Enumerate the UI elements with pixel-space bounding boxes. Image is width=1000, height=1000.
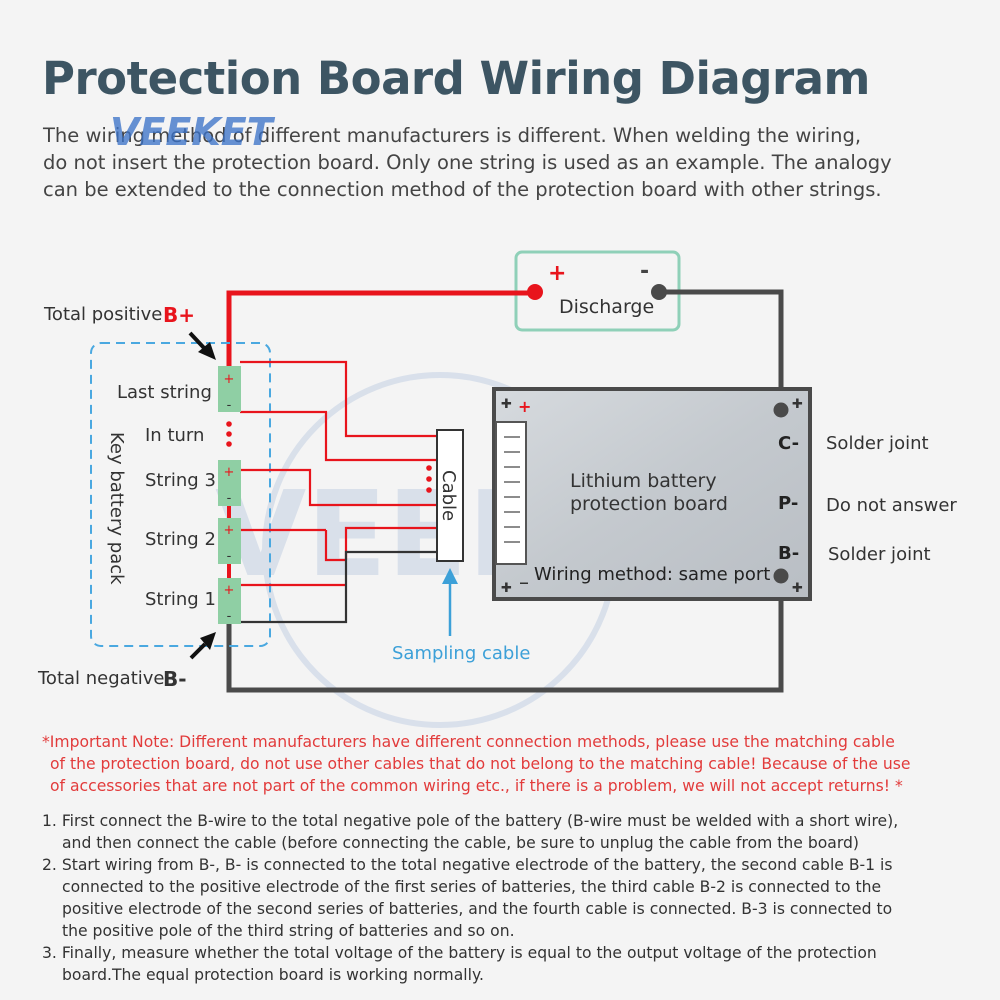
board-label-line2: protection board <box>570 493 728 515</box>
svg-text:✚: ✚ <box>501 581 512 596</box>
protection-board <box>496 391 808 597</box>
negative-pointer-arrow <box>189 642 207 660</box>
board-p-minus: P- <box>778 493 798 514</box>
cable-label: Cable <box>438 470 459 521</box>
sampling-arrow-head <box>442 568 458 584</box>
board-minus-mark: _ <box>520 565 528 584</box>
svg-text:✚: ✚ <box>792 397 803 412</box>
note-line-2: of the protection board, do not use othe… <box>50 755 911 773</box>
cable-connector <box>436 429 464 562</box>
right-label-p: Do not answer <box>826 495 957 516</box>
discharge-minus-sign: - <box>640 259 649 284</box>
page-title: Protection Board Wiring Diagram <box>42 52 870 105</box>
c-minus-terminal <box>773 402 789 418</box>
cell-1-minus: - <box>227 609 232 624</box>
step-2-line-1: 2. Start wiring from B-, B- is connected… <box>42 856 893 874</box>
right-label-c: Solder joint <box>826 433 929 454</box>
label-string-2: String 2 <box>145 529 216 550</box>
intro-line-3: can be extended to the connection method… <box>43 178 882 201</box>
cell-3 <box>218 460 241 506</box>
board-screw-marks: ✚ ✚ ✚ ✚ <box>501 397 803 596</box>
logo-text: VEEKET <box>110 110 276 154</box>
cell-last-plus: + <box>224 372 235 387</box>
total-positive-label: Total positive <box>43 304 162 325</box>
cable-dot-3 <box>426 487 432 493</box>
key-battery-pack-box <box>90 342 271 647</box>
positive-main-wire <box>226 290 535 367</box>
step-2-line-2: connected to the positive electrode of t… <box>62 878 882 896</box>
cell-2-plus: + <box>224 523 235 538</box>
board-b-minus: B- <box>778 543 799 564</box>
step-1-line-1: 1. First connect the B-wire to the total… <box>42 812 899 830</box>
sampling-cable-label: Sampling cable <box>392 643 530 664</box>
label-in-turn: In turn <box>145 425 204 446</box>
intro-paragraph: The wiring method of different manufactu… <box>43 122 943 203</box>
discharge-negative-wire <box>659 289 784 408</box>
in-turn-dot-3 <box>226 441 232 447</box>
step-1-line-2: and then connect the cable (before conne… <box>62 834 859 852</box>
svg-text:✚: ✚ <box>501 397 512 412</box>
cell-last-minus: - <box>227 398 232 413</box>
sampling-wires <box>240 360 437 587</box>
positive-pointer-arrow-head <box>198 342 216 360</box>
label-string-1: String 1 <box>145 589 216 610</box>
svg-text:✚: ✚ <box>792 581 803 596</box>
battery-stack: + - + - + - + - <box>218 366 241 624</box>
cell-2 <box>218 518 241 564</box>
cell-last <box>218 366 241 412</box>
board-plus-mark: + <box>518 397 531 416</box>
discharge-plus-terminal <box>527 284 543 300</box>
b-plus-label: B+ <box>163 303 195 327</box>
intro-line-1: The wiring method of different manufactu… <box>43 124 862 147</box>
right-label-b: Solder joint <box>828 544 931 565</box>
in-turn-dot-1 <box>226 421 232 427</box>
step-3-line-2: board.The equal protection board is work… <box>62 966 484 984</box>
note-line-1: *Important Note: Different manufacturers… <box>42 733 895 751</box>
sampling-wire-negative <box>240 550 437 624</box>
intro-line-2: do not insert the protection board. Only… <box>43 151 892 174</box>
in-turn-dot-2 <box>226 431 232 437</box>
label-string-3: String 3 <box>145 470 216 491</box>
b-minus-label: B- <box>163 667 187 691</box>
sampling-wires-routing <box>344 526 437 560</box>
cell-1 <box>218 578 241 624</box>
brand-logo: VEEKET <box>110 110 276 154</box>
instruction-steps: 1. First connect the B-wire to the total… <box>42 810 962 986</box>
total-negative-label: Total negative <box>37 668 164 689</box>
label-last-string: Last string <box>117 382 212 403</box>
cell-3-minus: - <box>227 491 232 506</box>
negative-main-wire <box>226 576 784 693</box>
cell-1-plus: + <box>224 583 235 598</box>
step-3-line-1: 3. Finally, measure whether the total vo… <box>42 944 877 962</box>
board-connector-pins <box>504 436 520 543</box>
cell-3-plus: + <box>224 465 235 480</box>
board-connector-port <box>495 421 527 565</box>
board-c-minus: C- <box>778 433 799 454</box>
b-minus-terminal <box>773 568 789 584</box>
board-label-line1: Lithium battery <box>570 470 717 492</box>
discharge-label: Discharge <box>559 296 654 318</box>
step-2-line-4: the positive pole of the third string of… <box>62 922 515 940</box>
important-note: *Important Note: Different manufacturers… <box>42 731 962 797</box>
step-2-line-3: positive electrode of the second series … <box>62 900 893 918</box>
cable-dot-2 <box>426 476 432 482</box>
cable-dot-1 <box>426 465 432 471</box>
discharge-plus-sign: + <box>548 261 566 286</box>
negative-pointer-arrow-head <box>200 632 216 650</box>
wiring-method-label: Wiring method: same port <box>534 564 770 585</box>
discharge-minus-terminal <box>651 284 667 300</box>
note-line-3: of accessories that are not part of the … <box>50 777 903 795</box>
cell-2-minus: - <box>227 549 232 564</box>
key-battery-pack-label: Key battery pack <box>106 432 127 585</box>
positive-pointer-arrow <box>188 331 207 351</box>
